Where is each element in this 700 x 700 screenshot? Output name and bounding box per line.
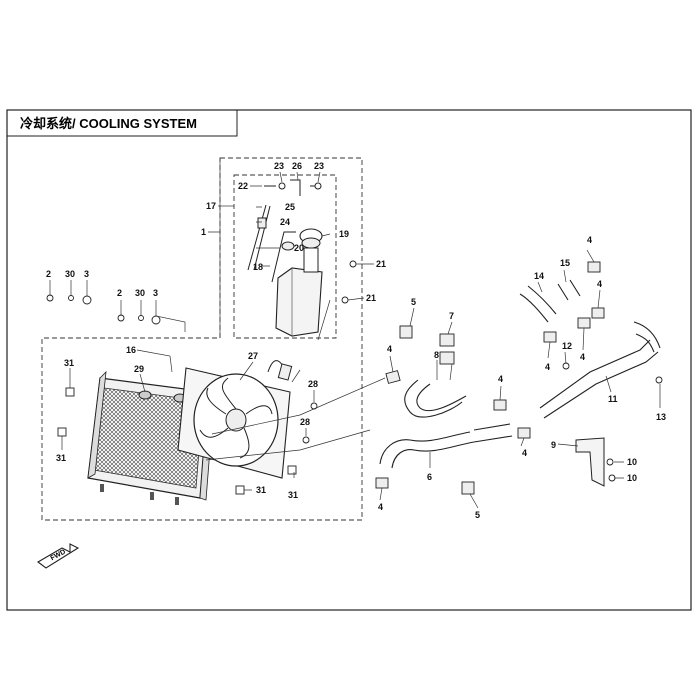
- page-title: 冷却系统/ COOLING SYSTEM: [20, 116, 197, 131]
- callout-19: 19: [339, 229, 349, 239]
- callout-4: 4: [580, 352, 585, 362]
- callout-4: 4: [378, 502, 383, 512]
- callout-21: 21: [366, 293, 376, 303]
- fwd-arrow: FWD: [37, 543, 80, 569]
- callout-25: 25: [285, 202, 295, 212]
- cooling-fan: [177, 360, 293, 479]
- callout-4: 4: [587, 235, 592, 245]
- callout-31: 31: [256, 485, 266, 495]
- group-frame-reservoir: [233, 174, 337, 339]
- title-box: [7, 110, 238, 137]
- callout-29: 29: [134, 364, 144, 374]
- callout-4: 4: [545, 362, 550, 372]
- callout-21: 21: [376, 259, 386, 269]
- bracket-9: [575, 437, 605, 487]
- callout-11: 11: [608, 394, 618, 404]
- callout-9: 9: [551, 440, 556, 450]
- callout-2: 2: [46, 269, 51, 279]
- callouts: 1 2 2 3 3 4 4 4 4 4 4 4 4 5 5 6 7 8 9 10…: [46, 161, 666, 520]
- callout-28: 28: [300, 417, 310, 427]
- callout-5: 5: [475, 510, 480, 520]
- callout-31: 31: [64, 358, 74, 368]
- callout-10: 10: [627, 473, 637, 483]
- callout-23: 23: [274, 161, 284, 171]
- callout-28: 28: [308, 379, 318, 389]
- hose-6: [379, 431, 471, 465]
- callout-7: 7: [449, 311, 454, 321]
- callout-4: 4: [498, 374, 503, 384]
- callout-5: 5: [411, 297, 416, 307]
- callout-14: 14: [534, 271, 544, 281]
- callout-24: 24: [280, 217, 290, 227]
- callout-16: 16: [126, 345, 136, 355]
- callout-2: 2: [117, 288, 122, 298]
- callout-31: 31: [56, 453, 66, 463]
- callout-18: 18: [253, 262, 263, 272]
- callout-30: 30: [65, 269, 75, 279]
- callout-20: 20: [294, 243, 304, 253]
- callout-15: 15: [560, 258, 570, 268]
- hoses: [379, 279, 661, 469]
- hose-14: [519, 285, 557, 323]
- callout-13: 13: [656, 412, 666, 422]
- callout-12: 12: [562, 341, 572, 351]
- callout-31: 31: [288, 490, 298, 500]
- hose-8: [404, 379, 463, 418]
- coolant-reservoir: [247, 179, 323, 337]
- callout-6: 6: [427, 472, 432, 482]
- callout-8: 8: [434, 350, 439, 360]
- callout-27: 27: [248, 351, 258, 361]
- callout-4: 4: [522, 448, 527, 458]
- callout-23: 23: [314, 161, 324, 171]
- callout-10: 10: [627, 457, 637, 467]
- callout-26: 26: [292, 161, 302, 171]
- callout-3: 3: [84, 269, 89, 279]
- callout-4: 4: [597, 279, 602, 289]
- hose-11: [539, 339, 659, 419]
- callout-22: 22: [238, 181, 248, 191]
- callout-3: 3: [153, 288, 158, 298]
- reservoir-hose: [247, 204, 271, 271]
- fasteners: [46, 260, 663, 495]
- hose-15: [557, 279, 581, 301]
- callout-17: 17: [206, 201, 216, 211]
- leader-lines: [49, 158, 661, 509]
- hose-clamps: [375, 261, 605, 495]
- callout-1: 1: [201, 227, 206, 237]
- callout-30: 30: [135, 288, 145, 298]
- callout-4: 4: [387, 344, 392, 354]
- outer-border: [6, 109, 692, 611]
